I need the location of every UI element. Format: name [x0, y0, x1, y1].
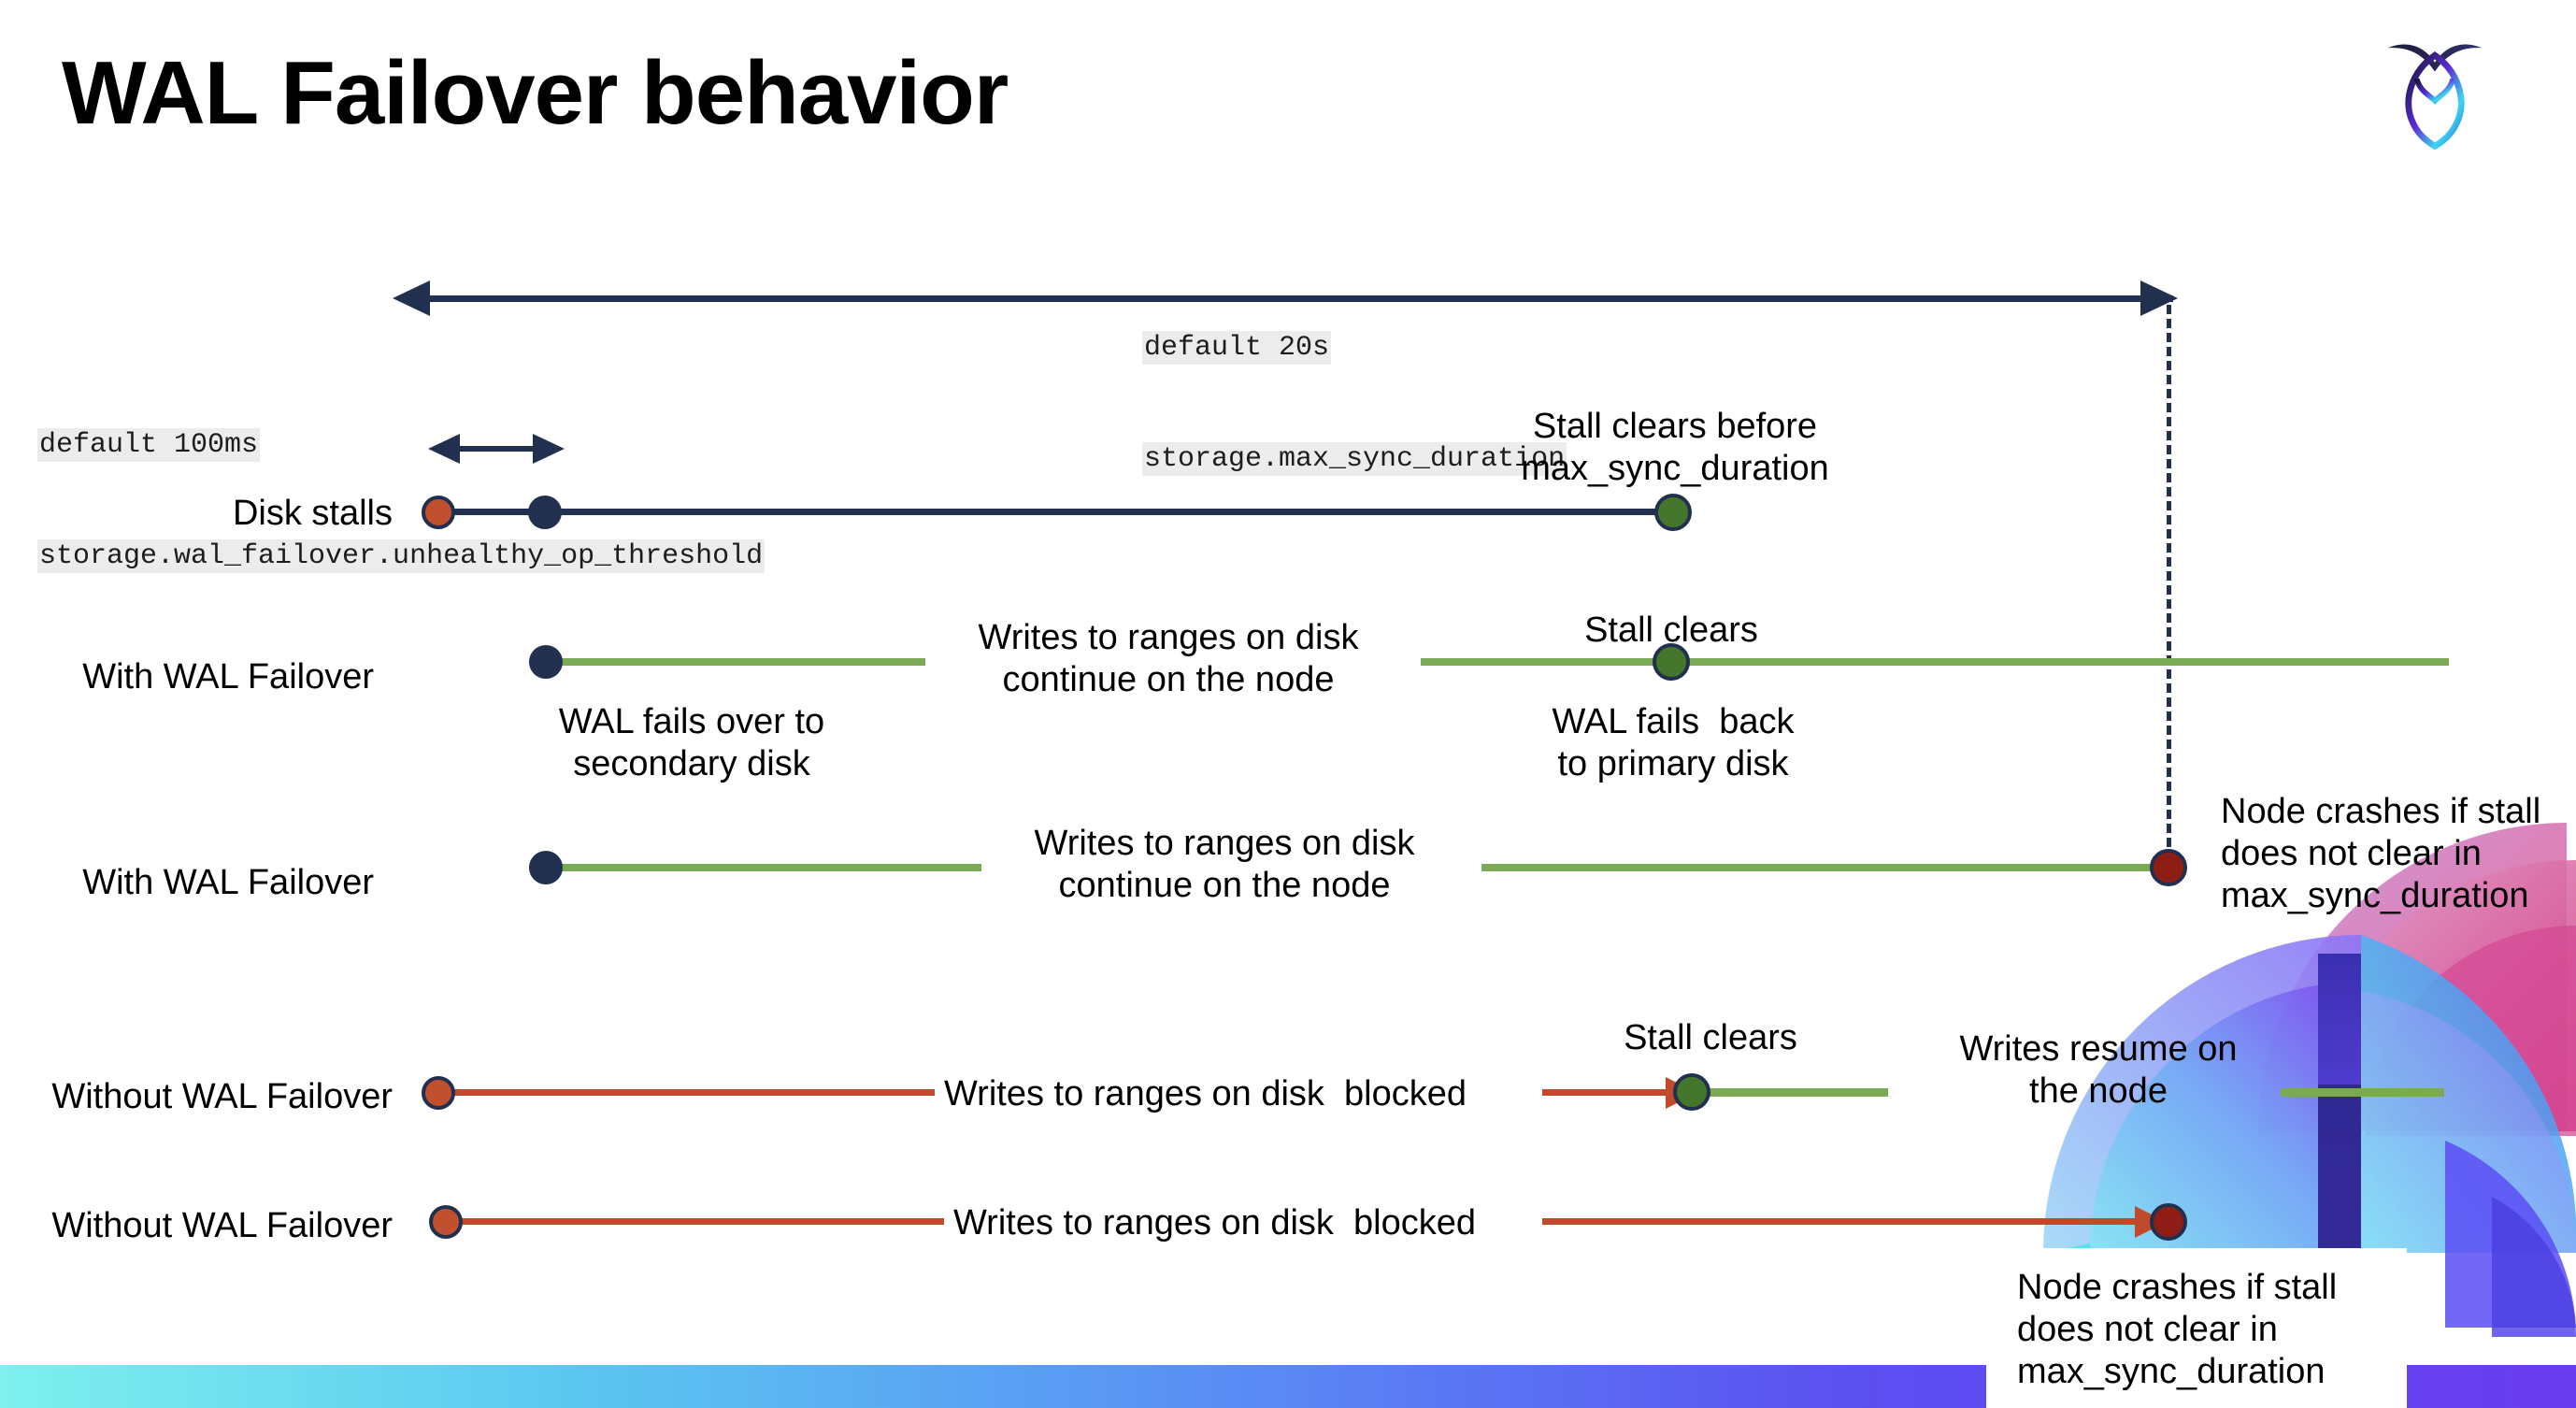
unhealthy-op-arrow-left-icon: [428, 434, 460, 464]
note-wal-fails-back: WAL fails back to primary disk: [1552, 702, 1795, 783]
note-writes-continue-2: Writes to ranges on disk continue on the…: [1034, 824, 1415, 905]
note-node-crashes-1: Node crashes if stall does not clear in …: [2221, 792, 2541, 915]
unhealthy-op-default: default 100ms: [37, 428, 261, 463]
unhealthy-op-span-line: [460, 446, 535, 452]
with-wal-2-failover-marker: [529, 851, 563, 884]
without-wal-1-resume-seg: [2281, 1088, 2444, 1097]
page-title: WAL Failover behavior: [62, 43, 1009, 143]
max-sync-setting: storage.max_sync_duration: [1142, 441, 1567, 476]
note-writes-resume: Writes resume on the node: [1959, 1029, 2238, 1111]
note-stall-clears-before: Stall clears before max_sync_duration: [1521, 407, 1829, 488]
with-wal-1-failover-marker: [529, 645, 563, 679]
row-label-without-wal-failover-1: Without WAL Failover: [51, 1077, 393, 1116]
without-wal-1-clear-marker: [1673, 1073, 1710, 1111]
callout-backdrop: [1986, 1248, 2407, 1408]
note-node-crashes-2: Node crashes if stall does not clear in …: [2017, 1268, 2338, 1391]
without-wal-1-timeline-seg2: [1542, 1089, 1668, 1096]
with-wal-1-timeline-seg2: [1421, 658, 2449, 666]
without-wal-2-crash-marker: [2150, 1203, 2187, 1241]
without-wal-1-timeline-seg1: [449, 1089, 935, 1096]
without-wal-2-timeline-seg1: [449, 1218, 944, 1225]
without-wal-1-recovered-seg: [1701, 1088, 1888, 1097]
unhealthy-op-annotation: default 100ms storage.wal_failover.unhea…: [37, 353, 766, 650]
with-wal-1-timeline-seg1: [542, 658, 925, 666]
disk-stalls-timeline: [449, 509, 1673, 515]
note-writes-blocked-2: Writes to ranges on disk blocked: [953, 1203, 1477, 1243]
row-label-without-wal-failover-2: Without WAL Failover: [51, 1206, 393, 1245]
max-sync-dashed-dropline: [2167, 305, 2171, 875]
with-wal-2-timeline-seg2: [1481, 864, 2173, 871]
cockroachdb-logo-icon: [2387, 44, 2483, 151]
disk-stalls-failover-marker: [528, 496, 562, 529]
row-label-with-wal-failover-2: With WAL Failover: [82, 863, 374, 902]
max-sync-default: default 20s: [1142, 331, 1332, 366]
note-writes-blocked-1: Writes to ranges on disk blocked: [944, 1074, 1467, 1113]
disk-stalls-start-marker: [422, 496, 455, 529]
unhealthy-op-setting: storage.wal_failover.unhealthy_op_thresh…: [37, 539, 766, 573]
note-stall-clears-2: Stall clears: [1624, 1018, 1797, 1057]
max-sync-annotation: default 20s storage.max_sync_duration: [1142, 256, 1567, 553]
row-label-disk-stalls: Disk stalls: [232, 494, 393, 533]
disk-stalls-clear-marker: [1654, 494, 1692, 531]
max-sync-span-line: [430, 295, 2173, 302]
row-label-with-wal-failover-1: With WAL Failover: [82, 657, 374, 697]
with-wal-1-clear-marker: [1653, 643, 1690, 681]
without-wal-2-start-marker: [429, 1205, 463, 1239]
note-stall-clears-1: Stall clears: [1584, 611, 1758, 650]
with-wal-2-crash-marker: [2150, 849, 2187, 886]
max-sync-arrow-left-icon: [393, 280, 430, 316]
note-writes-continue-1: Writes to ranges on disk continue on the…: [978, 618, 1359, 699]
max-sync-arrow-right-icon: [2140, 280, 2178, 316]
unhealthy-op-arrow-right-icon: [533, 434, 565, 464]
note-wal-fails-over: WAL fails over to secondary disk: [558, 702, 825, 783]
with-wal-2-timeline-seg1: [542, 864, 981, 871]
without-wal-2-timeline-seg2: [1542, 1218, 2145, 1225]
without-wal-1-start-marker: [422, 1076, 455, 1110]
